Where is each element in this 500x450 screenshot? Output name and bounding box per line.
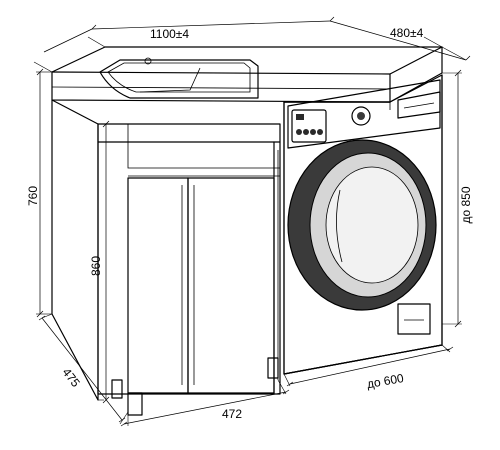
cabinet xyxy=(51,99,281,416)
dim-label-inner-height: 860 xyxy=(89,256,103,276)
dim-label-cabinet-height: 760 xyxy=(26,186,40,206)
dim-label-cabinet-width: 472 xyxy=(222,407,242,421)
dim-label-total-height: до 850 xyxy=(459,186,473,223)
dim-label-washer-width: до 600 xyxy=(366,371,405,391)
cabinet-door-right xyxy=(187,177,275,394)
control-display xyxy=(291,109,327,143)
dim-label-depth: 480±4 xyxy=(390,26,424,40)
dimension-cabinet-height xyxy=(36,68,52,318)
cabinet-door-left xyxy=(127,177,189,394)
dimension-depth xyxy=(329,20,471,61)
dimension-washer-width xyxy=(283,344,454,387)
dim-label-cabinet-depth: 475 xyxy=(59,365,83,390)
countertop xyxy=(51,46,443,103)
dimension-cabinet-width xyxy=(120,379,290,427)
detergent-drawer xyxy=(397,91,441,119)
dimension-total-height xyxy=(442,69,462,328)
program-knob-icon xyxy=(351,106,371,126)
drum-glass xyxy=(325,166,419,284)
faucet-hole-icon xyxy=(144,57,152,65)
cabinet-leg xyxy=(267,357,279,379)
sink-basin xyxy=(99,57,259,99)
washing-machine xyxy=(283,74,443,375)
cabinet-leg xyxy=(127,392,143,416)
service-hatch xyxy=(397,303,431,335)
dimension-cabinet-depth xyxy=(38,313,129,425)
dimension-total-width xyxy=(33,16,443,73)
cabinet-leg xyxy=(111,379,123,399)
dim-label-total-width: 1100±4 xyxy=(150,27,189,41)
